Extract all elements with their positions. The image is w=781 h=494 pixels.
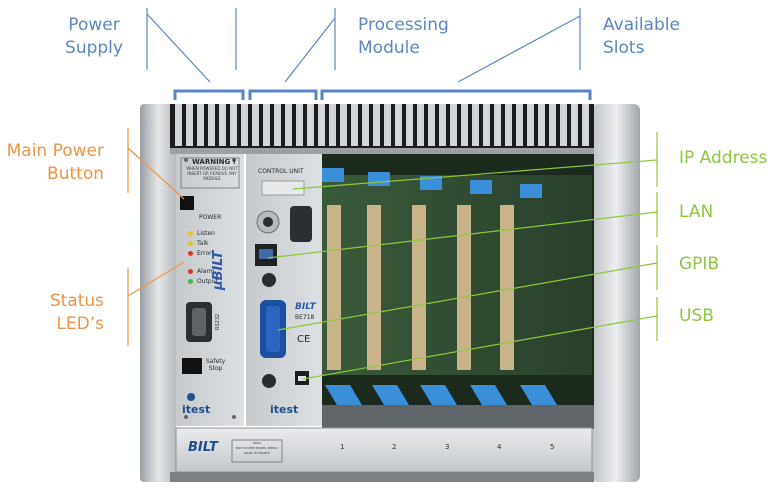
led-error bbox=[188, 250, 193, 256]
psu-brand-vertical: μBILT bbox=[211, 250, 226, 290]
slot-number-4: 4 bbox=[497, 443, 502, 451]
label-processing-module: Processing Module bbox=[358, 15, 449, 58]
bottom-strip bbox=[176, 428, 592, 472]
slot-connectors bbox=[327, 205, 514, 370]
label-gpib: GPIB bbox=[679, 254, 720, 274]
bottom-strip-info: IP000 BILT SYSTEM MODEL BMP22 MADE IN FR… bbox=[236, 441, 278, 455]
ip-display bbox=[261, 180, 305, 196]
psu-warning-title: WARNING ! bbox=[192, 158, 236, 166]
label-ip-address: IP Address bbox=[679, 148, 768, 168]
status-led: Talk bbox=[188, 238, 218, 248]
status-led: Listen bbox=[188, 228, 218, 238]
control-ce-mark: CE bbox=[297, 334, 311, 345]
slot-guides-bottom bbox=[325, 385, 557, 405]
psu-logo: itest bbox=[182, 403, 211, 416]
slot-number-1: 1 bbox=[340, 443, 345, 451]
main-power-switch bbox=[180, 196, 194, 210]
control-logo: itest bbox=[270, 403, 299, 416]
status-led: Error bbox=[188, 248, 218, 258]
led-talk bbox=[188, 240, 193, 246]
leader-lines-orange bbox=[127, 128, 185, 346]
bottom-strip-brand: BILT bbox=[188, 440, 218, 455]
led-alarm bbox=[188, 268, 193, 274]
label-lan: LAN bbox=[679, 202, 714, 222]
label-usb: USB bbox=[679, 306, 714, 326]
status-led: Output bbox=[188, 276, 218, 286]
control-model-brand: BILT bbox=[295, 302, 316, 312]
psu-warning-text: WHEN POWERED DO NOT INSERT OR REMOVE ANY… bbox=[186, 166, 238, 181]
slot-number-3: 3 bbox=[445, 443, 450, 451]
control-model-number: BE718 bbox=[295, 314, 315, 321]
label-main-power-button: Main Power Button bbox=[6, 141, 104, 184]
slot-number-5: 5 bbox=[550, 443, 555, 451]
slot-number-2: 2 bbox=[392, 443, 397, 451]
leader-lines-green bbox=[267, 132, 658, 380]
control-unit-title: CONTROL UNIT bbox=[258, 168, 304, 175]
control-panel-face bbox=[246, 154, 322, 426]
top-brackets bbox=[146, 8, 592, 100]
psu-safety-label: Safety Stop bbox=[206, 358, 226, 372]
led-listen bbox=[188, 230, 193, 236]
status-led-list: Listen Talk Error Alarm Output bbox=[188, 228, 218, 286]
label-available-slots: Available Slots bbox=[603, 15, 680, 58]
led-output bbox=[188, 278, 193, 284]
psu-rs232-label: RS232 bbox=[215, 313, 221, 330]
status-led: Alarm bbox=[188, 266, 218, 276]
psu-power-label: POWER bbox=[199, 214, 222, 221]
label-power-supply: Power Supply bbox=[65, 15, 123, 58]
label-status-leds: Status LED’s bbox=[49, 291, 104, 334]
psu-panel-face bbox=[176, 154, 244, 426]
slot-guides-top bbox=[322, 168, 542, 198]
vent-fins bbox=[175, 104, 589, 146]
